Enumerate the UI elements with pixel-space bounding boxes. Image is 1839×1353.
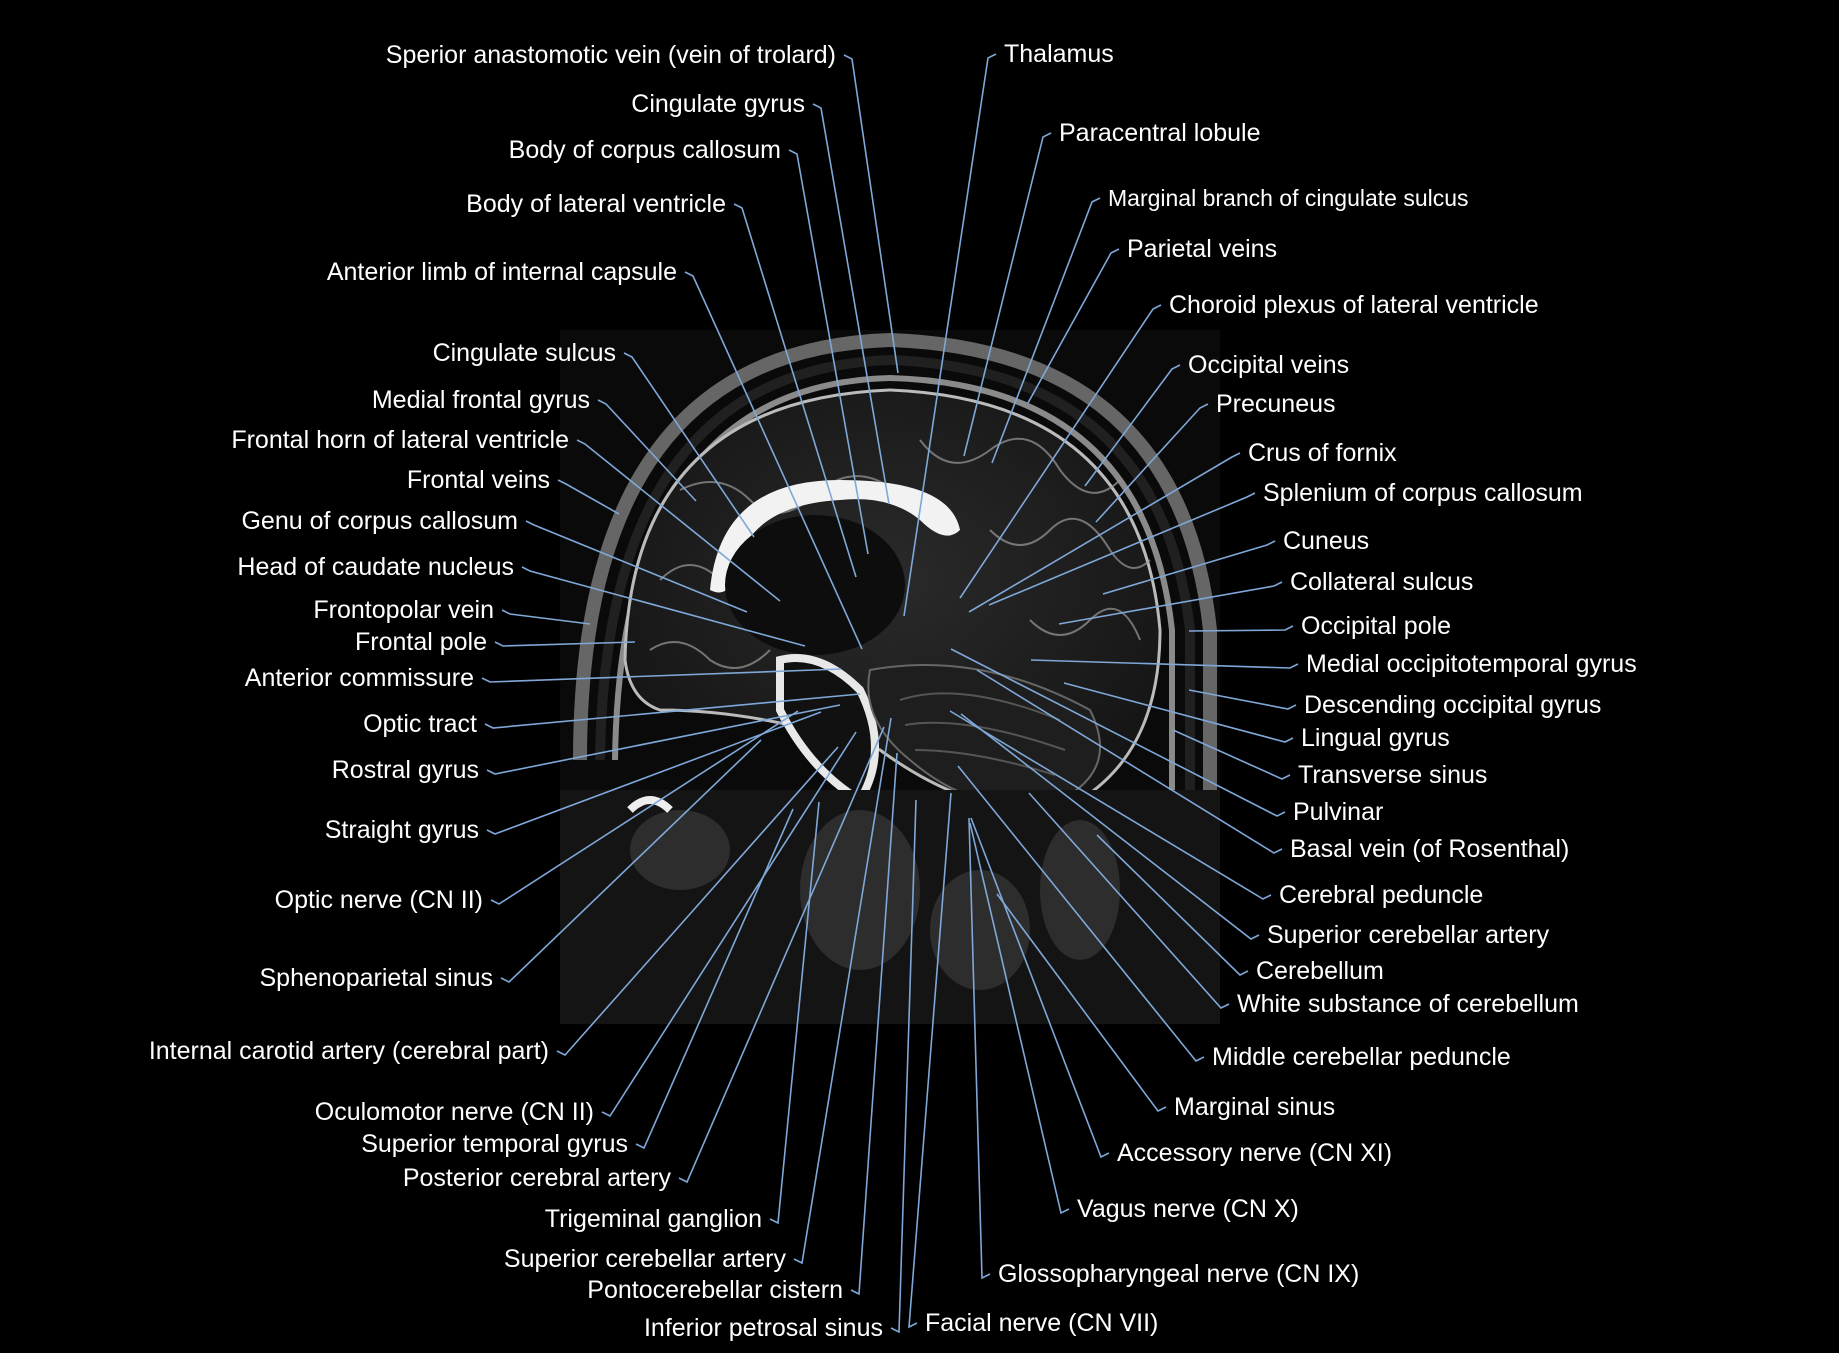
label-head-of-caudate-nucleus: Head of caudate nucleus — [237, 553, 514, 581]
label-medial-occipitotemporal-gyrus: Medial occipitotemporal gyrus — [1306, 650, 1637, 678]
label-occipital-veins: Occipital veins — [1188, 351, 1350, 379]
label-white-substance-of-cerebellum: White substance of cerebellum — [1237, 990, 1579, 1018]
label-basal-vein-of-rosenthal: Basal vein (of Rosenthal) — [1290, 835, 1570, 863]
label-cingulate-gyrus: Cingulate gyrus — [631, 90, 805, 118]
label-superior-temporal-gyrus: Superior temporal gyrus — [361, 1130, 628, 1158]
label-pulvinar: Pulvinar — [1293, 798, 1384, 826]
label-internal-carotid-artery-cerebral-part: Internal carotid artery (cerebral part) — [148, 1037, 549, 1065]
label-facial-nerve-cn-vii: Facial nerve (CN VII) — [925, 1309, 1159, 1337]
label-frontal-horn-of-lateral-ventricle: Frontal horn of lateral ventricle — [231, 426, 569, 454]
label-superior-cerebellar-artery: Superior cerebellar artery — [1267, 921, 1550, 949]
label-cingulate-sulcus: Cingulate sulcus — [432, 339, 616, 367]
label-body-of-lateral-ventricle: Body of lateral ventricle — [466, 190, 726, 218]
label-accessory-nerve-cn-xi: Accessory nerve (CN XI) — [1117, 1139, 1393, 1167]
label-medial-frontal-gyrus: Medial frontal gyrus — [371, 386, 590, 414]
label-descending-occipital-gyrus: Descending occipital gyrus — [1304, 691, 1602, 719]
label-marginal-sinus: Marginal sinus — [1174, 1093, 1336, 1121]
label-middle-cerebellar-peduncle: Middle cerebellar peduncle — [1212, 1043, 1511, 1071]
label-trigeminal-ganglion: Trigeminal ganglion — [544, 1205, 762, 1233]
label-genu-of-corpus-callosum: Genu of corpus callosum — [241, 507, 518, 535]
label-pontocerebellar-cistern: Pontocerebellar cistern — [587, 1276, 843, 1304]
label-anterior-commissure: Anterior commissure — [244, 664, 474, 692]
label-cerebral-peduncle: Cerebral peduncle — [1279, 881, 1484, 909]
label-thalamus: Thalamus — [1004, 40, 1114, 68]
label-marginal-branch-of-cingulate-sulcus: Marginal branch of cingulate sulcus — [1108, 185, 1469, 211]
label-rostral-gyrus: Rostral gyrus — [331, 756, 479, 784]
label-choroid-plexus-of-lateral-ventricle: Choroid plexus of lateral ventricle — [1169, 291, 1539, 319]
label-inferior-petrosal-sinus: Inferior petrosal sinus — [643, 1314, 883, 1342]
label-lingual-gyrus: Lingual gyrus — [1301, 724, 1450, 752]
label-body-of-corpus-callosum: Body of corpus callosum — [508, 136, 781, 164]
label-frontopolar-vein: Frontopolar vein — [313, 596, 494, 624]
label-superior-cerebellar-artery: Superior cerebellar artery — [503, 1245, 786, 1273]
label-optic-nerve-cn-ii: Optic nerve (CN II) — [274, 886, 483, 914]
label-cerebellum: Cerebellum — [1256, 957, 1384, 985]
label-frontal-veins: Frontal veins — [406, 466, 550, 494]
label-optic-tract: Optic tract — [363, 710, 477, 738]
label-precuneus: Precuneus — [1216, 390, 1336, 418]
label-paracentral-lobule: Paracentral lobule — [1059, 119, 1261, 147]
label-oculomotor-nerve-cn-ii: Oculomotor nerve (CN II) — [314, 1098, 594, 1126]
label-frontal-pole: Frontal pole — [354, 628, 487, 656]
label-sphenoparietal-sinus: Sphenoparietal sinus — [259, 964, 494, 992]
label-anterior-limb-of-internal-capsule: Anterior limb of internal capsule — [326, 258, 677, 286]
label-occipital-pole: Occipital pole — [1301, 612, 1452, 640]
label-cuneus: Cuneus — [1283, 527, 1370, 555]
label-crus-of-fornix: Crus of fornix — [1248, 439, 1397, 467]
label-sperior-anastomotic-vein-vein-of-trolard: Sperior anastomotic vein (vein of trolar… — [385, 41, 836, 69]
label-parietal-veins: Parietal veins — [1127, 235, 1278, 263]
label-splenium-of-corpus-callosum: Splenium of corpus callosum — [1263, 479, 1583, 507]
label-posterior-cerebral-artery: Posterior cerebral artery — [402, 1164, 671, 1192]
label-vagus-nerve-cn-x: Vagus nerve (CN X) — [1077, 1195, 1299, 1223]
label-collateral-sulcus: Collateral sulcus — [1290, 568, 1474, 596]
leader-line-sperior-anastomotic-vein-vein-of-trolard — [843, 54, 899, 374]
label-straight-gyrus: Straight gyrus — [324, 816, 479, 844]
mri-sagittal-brain-image — [560, 330, 1220, 1024]
label-glossopharyngeal-nerve-cn-ix: Glossopharyngeal nerve (CN IX) — [998, 1260, 1360, 1288]
label-transverse-sinus: Transverse sinus — [1298, 761, 1488, 789]
